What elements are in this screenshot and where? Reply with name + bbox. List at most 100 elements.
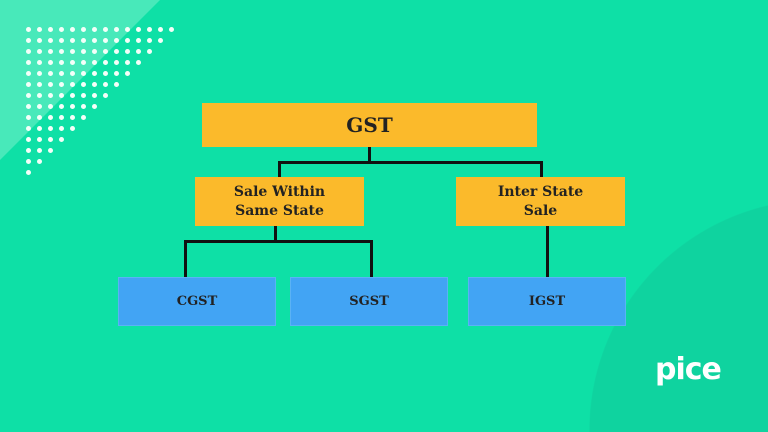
dot bbox=[59, 126, 64, 131]
dot bbox=[37, 27, 42, 32]
dot bbox=[70, 93, 75, 98]
dot bbox=[70, 27, 75, 32]
dot bbox=[59, 115, 64, 120]
dot bbox=[48, 49, 53, 54]
dot bbox=[48, 38, 53, 43]
connector-line bbox=[184, 240, 373, 243]
connector-line bbox=[546, 226, 549, 277]
dot bbox=[37, 126, 42, 131]
dot bbox=[26, 137, 31, 142]
dot bbox=[81, 71, 86, 76]
dot bbox=[70, 49, 75, 54]
dot bbox=[92, 71, 97, 76]
dot bbox=[92, 27, 97, 32]
dot bbox=[59, 104, 64, 109]
dot bbox=[147, 27, 152, 32]
dot bbox=[26, 93, 31, 98]
dot bbox=[103, 49, 108, 54]
dot bbox=[125, 49, 130, 54]
dot bbox=[37, 60, 42, 65]
dot bbox=[114, 82, 119, 87]
dot bbox=[37, 137, 42, 142]
sgst-box: SGST bbox=[290, 277, 448, 326]
dot bbox=[158, 38, 163, 43]
dot bbox=[81, 49, 86, 54]
dot bbox=[48, 126, 53, 131]
dot bbox=[92, 82, 97, 87]
dot bbox=[26, 38, 31, 43]
dot bbox=[92, 104, 97, 109]
dot bbox=[70, 38, 75, 43]
dot bbox=[103, 93, 108, 98]
dot bbox=[147, 49, 152, 54]
dot bbox=[26, 126, 31, 131]
pice-logo: pice bbox=[655, 352, 722, 387]
connector-line bbox=[184, 240, 187, 277]
dot bbox=[70, 71, 75, 76]
dot bbox=[70, 126, 75, 131]
dot bbox=[92, 38, 97, 43]
dot bbox=[114, 60, 119, 65]
dot bbox=[59, 137, 64, 142]
dot bbox=[70, 104, 75, 109]
dot bbox=[59, 71, 64, 76]
dot bbox=[48, 71, 53, 76]
dot bbox=[26, 115, 31, 120]
dot bbox=[37, 159, 42, 164]
dot bbox=[92, 93, 97, 98]
dot bbox=[70, 60, 75, 65]
dot bbox=[103, 71, 108, 76]
dot bbox=[26, 170, 31, 175]
dot bbox=[81, 60, 86, 65]
dot bbox=[37, 38, 42, 43]
dot bbox=[26, 60, 31, 65]
dot bbox=[125, 27, 130, 32]
dot bbox=[48, 27, 53, 32]
dot bbox=[48, 104, 53, 109]
dot bbox=[136, 49, 141, 54]
igst-box: IGST bbox=[468, 277, 626, 326]
dot bbox=[81, 82, 86, 87]
dot bbox=[37, 71, 42, 76]
dot bbox=[114, 71, 119, 76]
dot bbox=[48, 137, 53, 142]
dot bbox=[92, 60, 97, 65]
dot bbox=[37, 93, 42, 98]
dot bbox=[48, 93, 53, 98]
connector-line bbox=[540, 161, 543, 177]
dot bbox=[125, 71, 130, 76]
intra-state-box: Sale Within Same State bbox=[195, 177, 364, 226]
dot bbox=[136, 60, 141, 65]
dot bbox=[37, 82, 42, 87]
dot bbox=[70, 115, 75, 120]
connector-line bbox=[368, 147, 371, 163]
dot bbox=[158, 27, 163, 32]
connector-line bbox=[278, 161, 281, 177]
dot bbox=[59, 38, 64, 43]
dot bbox=[59, 27, 64, 32]
dot bbox=[37, 104, 42, 109]
connector-line bbox=[274, 226, 277, 242]
dot bbox=[48, 115, 53, 120]
dot bbox=[59, 82, 64, 87]
cgst-box: CGST bbox=[118, 277, 276, 326]
dot bbox=[81, 38, 86, 43]
dot bbox=[48, 82, 53, 87]
connector-line bbox=[278, 161, 543, 164]
decorative-triangle bbox=[0, 0, 160, 160]
dot bbox=[59, 60, 64, 65]
dot bbox=[37, 148, 42, 153]
dot bbox=[59, 49, 64, 54]
inter-state-box: Inter State Sale bbox=[456, 177, 625, 226]
dot bbox=[81, 93, 86, 98]
dot bbox=[48, 60, 53, 65]
dot bbox=[26, 148, 31, 153]
dot bbox=[103, 27, 108, 32]
dot bbox=[169, 27, 174, 32]
dot bbox=[26, 159, 31, 164]
dot bbox=[37, 49, 42, 54]
dot bbox=[92, 49, 97, 54]
dot bbox=[81, 115, 86, 120]
dot bbox=[125, 60, 130, 65]
dot bbox=[81, 27, 86, 32]
